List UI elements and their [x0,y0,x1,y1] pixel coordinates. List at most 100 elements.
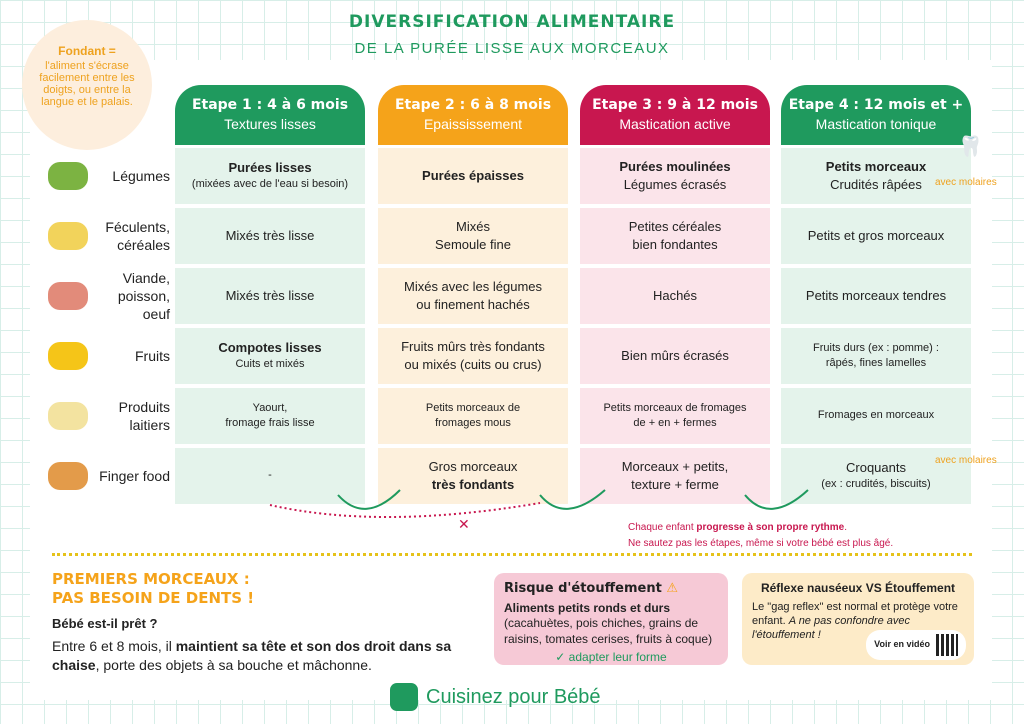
stage-title: Etape 2 : 6 à 8 mois [394,97,552,113]
ready-text: Entre 6 et 8 mois, il maintient sa tête … [52,637,452,675]
fondant-definition: Fondant = l'aliment s'écrase facilement … [22,20,152,150]
reflex-italic: A ne pas confondre avec l'étouffement ! [752,614,910,642]
cell-text: Petits morceaux tendres [805,287,947,303]
brand-icon [390,683,418,711]
table-cell: Purées lisses (mixées avec de l'eau si be… [175,148,365,204]
cell-text-2: texture + ferme [631,477,719,492]
table-cell: Hachés [580,268,770,324]
stage-title: Etape 1 : 4 à 6 mois [191,97,349,113]
ready-text-3: , porte des objets à sa bouche et mâchon… [95,656,372,673]
cell-text: Gros morceaux [428,458,518,474]
row-label-text: Légumes [112,167,170,184]
stage-header-3: Etape 3 : 9 à 12 mois Mastication active [580,85,770,145]
cell-small-2: de + en + fermes [633,417,717,429]
table-cell: Petits et gros morceaux [781,208,971,264]
cell-bold: très fondants [431,477,515,492]
table-cell: Croquants(ex : crudités, biscuits) [781,448,971,504]
cell-text: Petites céréales [628,218,722,234]
cell-small: (mixées avec de l'eau si besoin) [191,178,349,191]
stage-subtitle: Mastication active [619,116,731,132]
row-label-text: Finger food [99,467,170,484]
ready-text-bold: maintient sa tête et son dos droit dans … [52,638,452,673]
row-label: Finger food [40,448,170,504]
rhythm-line2: Ne sautez pas les étapes, même si votre … [628,538,894,549]
reflex-title: Réflexe nauséeux VS Étouffement [760,581,956,595]
check-icon: ✓ [555,649,566,664]
table-cell: Mixés très lisse [175,208,365,264]
cell-text: Morceaux + petits, [621,458,729,474]
stage-subtitle: Epaississement [423,116,523,132]
food-icon [48,462,88,490]
table-cell: Fromages en morceaux [781,388,971,444]
table-cell: Yaourt, fromage frais lisse [175,388,365,444]
molars-note-2: avec molaires [935,455,997,466]
warning-icon: ⚠ [666,581,678,596]
cell-text: Petits et gros morceaux [807,227,945,243]
fondant-text: l'aliment s'écrase facilement entre les … [39,60,135,108]
risk-title-text: Risque d'étouffement [504,581,662,596]
row-label: Viande, poisson, oeuf [40,268,170,324]
rhythm-note: Chaque enfant progresse à son propre ryt… [628,520,893,552]
page-title: DIVERSIFICATION ALIMENTAIRE [348,12,676,32]
cell-small: (ex : crudités, biscuits) [821,478,931,491]
row-label-text: Féculents, céréales [105,218,170,253]
svg-text:✕: ✕ [458,516,470,532]
risk-tip: adapter leur forme [568,649,667,664]
row-label: Féculents, céréales [40,208,170,264]
cell-small-2: fromages mous [435,417,511,429]
stage-subtitle: Mastication tonique [815,116,937,132]
rhythm-bold: progresse à son propre rythme [696,522,845,533]
cell-small: Fruits durs (ex : pomme) : [813,341,939,354]
fondant-term: Fondant = [58,44,116,58]
choking-risk-box: Risque d'étouffement ⚠ Aliments petits r… [494,573,728,665]
first-pieces-title: PREMIERS MORCEAUX : PAS BESOIN DE DENTS … [52,570,254,608]
table-cell: Morceaux + petits, texture + ferme [580,448,770,504]
table-cell: Mixés très lisse [175,268,365,324]
risk-sub: Aliments petits ronds et durs [504,600,671,615]
tooth-icon: 🦷 [958,136,983,158]
cell-text: Mixés très lisse [225,227,315,243]
qr-code-icon [936,634,958,656]
cell-text-2: bien fondantes [632,237,718,252]
cell-small: Cuits et mixés [235,358,305,371]
ready-text-1: Entre 6 et 8 mois, il [52,638,176,654]
table-cell: Gros morceaux très fondants [378,448,568,504]
row-label: Produits laitiers [40,388,170,444]
food-icon [48,282,88,310]
cell-bold: Purées épaisses [422,167,524,183]
cell-text: Mixés avec les légumes [404,278,542,294]
table-cell: Bien mûrs écrasés [580,328,770,384]
cell-bold: Petits morceaux [825,158,927,174]
cell-text: Hachés [652,287,698,303]
cell-small: Petits morceaux de fromages [603,401,747,414]
video-label: Voir en vidéo [874,639,930,650]
cell-small-2: fromage frais lisse [225,417,315,429]
risk-text: (cacahuètes, pois chiches, grains de rai… [504,616,713,647]
table-cell: Petites céréales bien fondantes [580,208,770,264]
first-title-2: PAS BESOIN DE DENTS ! [52,588,255,607]
cell-text-2: ou finement hachés [416,297,530,312]
ready-question: Bébé est-il prêt ? [52,616,158,631]
cell-bold: Compotes lisses [218,340,322,356]
food-icon [48,162,88,190]
table-cell: - [175,448,365,504]
stage-subtitle: Textures lisses [224,116,316,132]
progress-arrows: ✕ [269,489,809,532]
cell-small: Yaourt, [252,401,288,414]
row-label: Légumes [40,148,170,204]
table-cell: Fruits durs (ex : pomme) : râpés, fines l… [781,328,971,384]
video-link[interactable]: Voir en vidéo [866,630,966,660]
cell-text: Bien mûrs écrasés [621,347,729,363]
stage-header-4: Etape 4 : 12 mois et + Mastication toniq… [781,85,971,145]
row-label-text: Viande, poisson, oeuf [117,269,170,323]
food-icon [48,402,88,430]
cell-bold: Purées lisses [228,160,312,176]
cell-small-2: râpés, fines lamelles [825,357,927,369]
stage-header-1: Etape 1 : 4 à 6 mois Textures lisses [175,85,365,145]
divider [52,553,972,556]
stage-title: Etape 4 : 12 mois et + [788,97,964,113]
page-subtitle: DE LA PURÉE LISSE AUX MORCEAUX [354,40,670,57]
